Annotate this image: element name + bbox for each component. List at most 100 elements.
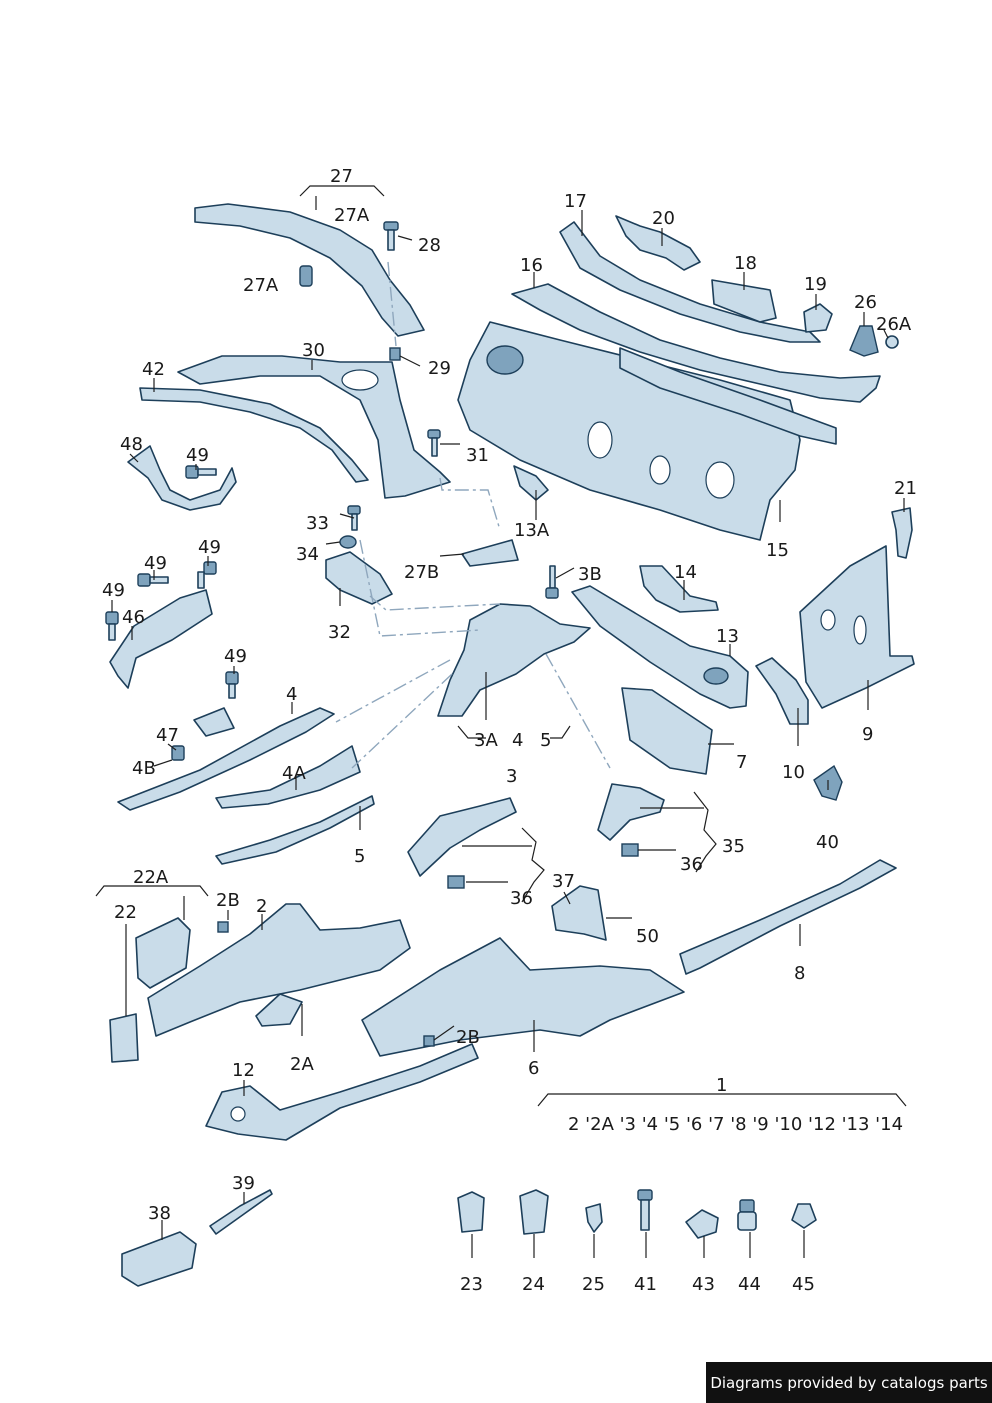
part-26-grommet	[849, 325, 879, 357]
label-5-b: 5	[540, 730, 551, 751]
label-2: 2	[256, 896, 267, 917]
label-38: 38	[148, 1203, 171, 1224]
label-3: 3	[506, 766, 517, 787]
label-4-b: 4	[512, 730, 523, 751]
label-13: 13	[716, 626, 739, 647]
label-13A: 13A	[514, 520, 550, 541]
part-5-rail	[215, 795, 375, 865]
part-39-pin	[209, 1189, 273, 1235]
label-3A: 3A	[474, 730, 498, 751]
part-4A-rail	[215, 745, 361, 809]
label-14: 14	[674, 562, 697, 583]
label-36-b: 36	[510, 888, 533, 909]
label-18: 18	[734, 253, 757, 274]
part-6-floor	[361, 937, 685, 1057]
label-2A: 2A	[290, 1054, 314, 1075]
part-12-rail	[205, 1043, 479, 1141]
label-45: 45	[792, 1274, 815, 1295]
part-46-bracket	[109, 589, 213, 689]
label-1: 1	[716, 1075, 727, 1096]
part-18-bracket	[711, 279, 777, 323]
part-21-bracket	[891, 507, 913, 559]
part-29-clip	[389, 347, 401, 361]
part-24-bumper	[519, 1189, 549, 1235]
part-3B-screw	[545, 565, 559, 599]
label-26: 26	[854, 292, 877, 313]
label-6: 6	[528, 1058, 539, 1079]
part-34-nut	[339, 535, 357, 549]
part-2B-clip-b	[423, 1035, 435, 1047]
label-22: 22	[114, 902, 137, 923]
part-49-bolt-a	[185, 465, 217, 479]
part-49-bolt-c	[197, 561, 217, 589]
part-3-strut-housing	[437, 603, 591, 717]
part-49-bolt-b	[137, 573, 169, 587]
part-31-bolt	[427, 429, 441, 457]
part-10-bracket	[755, 657, 809, 725]
assembly-lines	[335, 261, 611, 769]
part-16-17-cowl	[511, 283, 881, 403]
label-4A: 4A	[282, 763, 306, 784]
label-42: 42	[142, 359, 165, 380]
part-28-bolt	[383, 221, 399, 251]
label-5: 5	[354, 846, 365, 867]
label-27: 27	[330, 166, 353, 187]
label-34: 34	[296, 544, 319, 565]
part-42-rail	[139, 387, 369, 483]
part-8-rail	[679, 859, 897, 975]
label-25: 25	[582, 1274, 605, 1295]
label-9: 9	[862, 724, 873, 745]
part-36-clip-b	[447, 875, 465, 889]
label-4B: 4B	[132, 758, 156, 779]
part-27-rail	[194, 203, 425, 337]
part-22-plate	[109, 1013, 139, 1063]
part-43-nut	[685, 1209, 719, 1239]
label-16: 16	[520, 255, 543, 276]
label-31: 31	[466, 445, 489, 466]
part-25-clip	[585, 1203, 603, 1233]
label-43: 43	[692, 1274, 715, 1295]
part-35-bracket	[597, 783, 665, 841]
part-drawings	[105, 203, 915, 1287]
label-49-e: 49	[224, 646, 247, 667]
label-29: 29	[428, 358, 451, 379]
part-44-nut	[737, 1199, 757, 1231]
label-49-d: 49	[102, 580, 125, 601]
label-19: 19	[804, 274, 827, 295]
label-33: 33	[306, 513, 329, 534]
label-15: 15	[766, 540, 789, 561]
label-49-a: 49	[186, 445, 209, 466]
label-3B: 3B	[578, 564, 602, 585]
label-27A-top: 27A	[334, 205, 370, 226]
label-8: 8	[794, 963, 805, 984]
part-22A-box	[135, 917, 191, 989]
label-22A: 22A	[133, 867, 169, 888]
label-36-a: 36	[680, 854, 703, 875]
part-13A-plate	[513, 465, 549, 501]
label-44: 44	[738, 1274, 761, 1295]
part-19-clip	[803, 303, 833, 333]
label-46: 46	[122, 607, 145, 628]
credit-banner: Diagrams provided by catalogs parts	[706, 1362, 992, 1403]
part-37-50-bracket	[551, 885, 607, 941]
part-36-clip-a	[621, 843, 639, 857]
label-37: 37	[552, 871, 575, 892]
callout-labels: 27 27A 28 27A 17 20 16 18 19 26 26A 30 4…	[102, 166, 917, 1295]
leader-lines	[95, 185, 907, 1258]
part-36-bracket-left	[407, 797, 517, 877]
part-27B-plate	[461, 539, 519, 567]
part-30-strut-frame	[177, 355, 451, 499]
part-7-plate	[621, 687, 713, 775]
label-28: 28	[418, 235, 441, 256]
part-17-upper-trim	[559, 221, 821, 343]
label-27B: 27B	[404, 562, 439, 583]
part-2B-clip	[217, 921, 229, 933]
label-2B-b: 2B	[456, 1027, 480, 1048]
part-27A-spring	[299, 265, 313, 287]
label-30: 30	[302, 340, 325, 361]
credit-text: Diagrams provided by catalogs parts	[710, 1373, 988, 1392]
part-47-bracket	[193, 707, 235, 737]
part-20-bracket	[615, 215, 701, 271]
label-35: 35	[722, 836, 745, 857]
